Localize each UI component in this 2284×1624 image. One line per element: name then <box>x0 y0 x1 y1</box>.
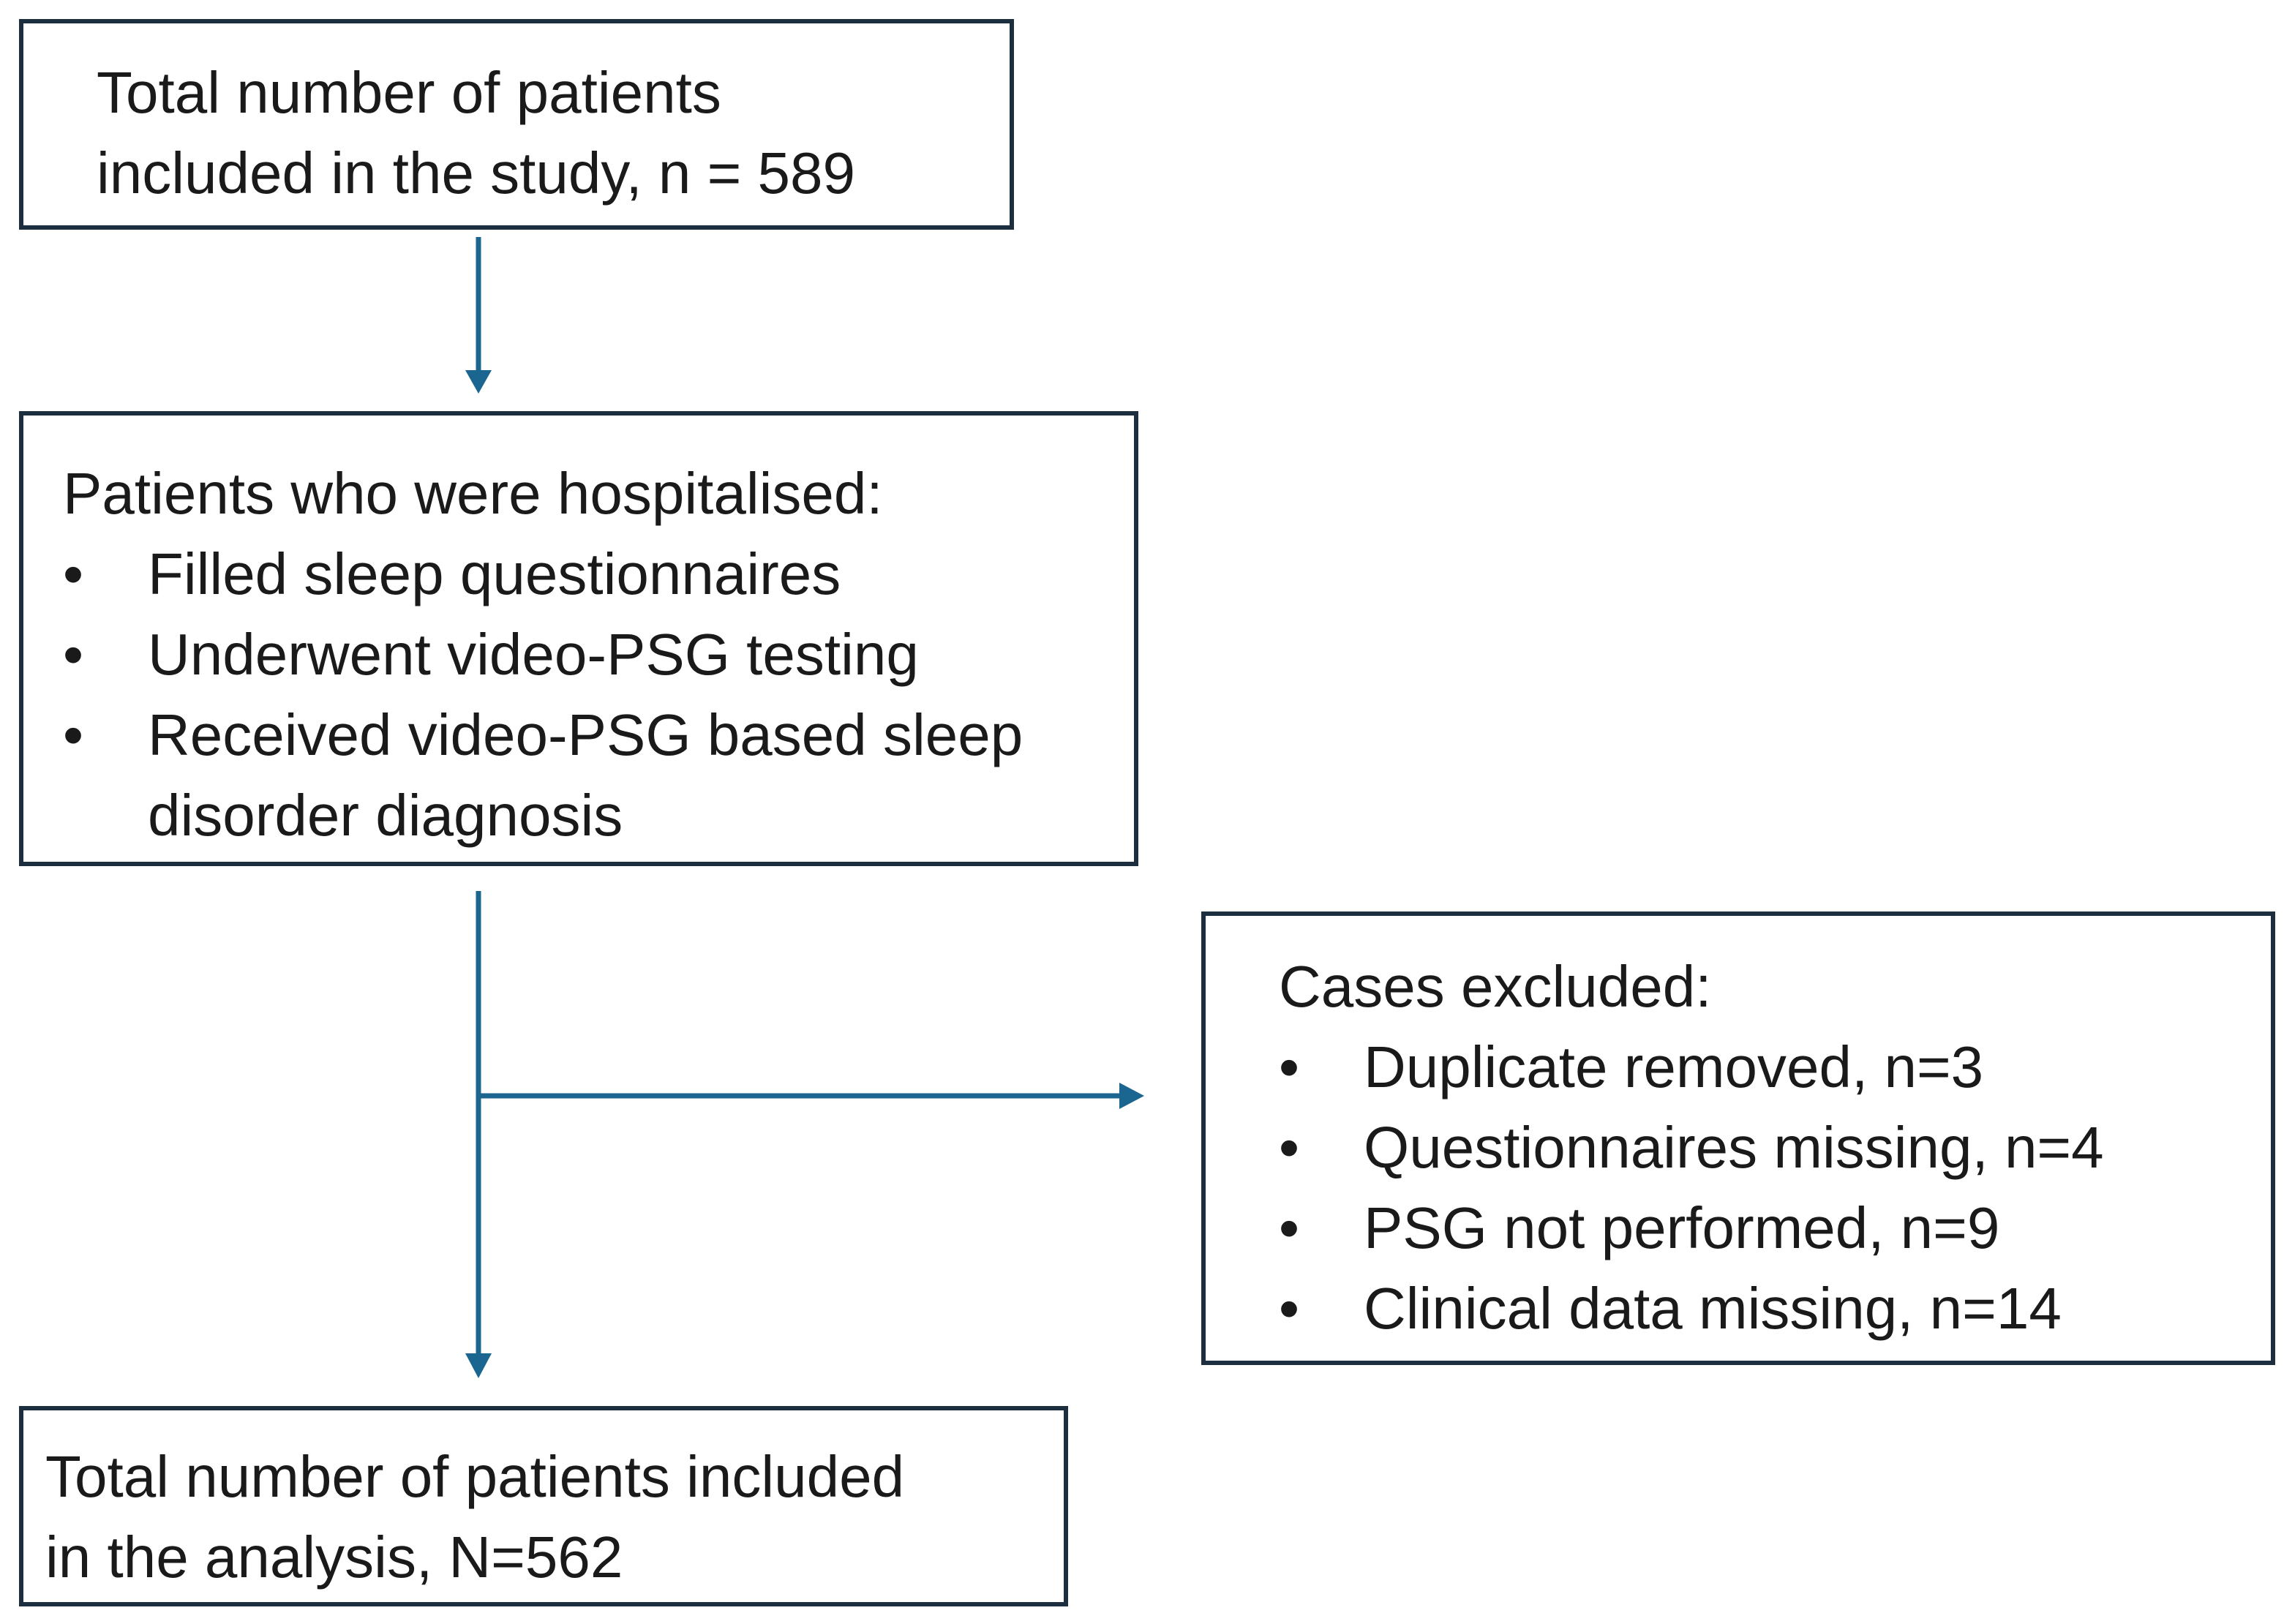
excluded-item-label: PSG not performed, n=9 <box>1364 1195 2000 1260</box>
excluded-title: Cases excluded: <box>1279 954 1712 1019</box>
list-item: • Received video-PSG based sleep disorde… <box>63 695 1134 856</box>
list-item: • Questionnaires missing, n=4 <box>1279 1108 2271 1188</box>
analysis-patients-line2: in the analysis, N=562 <box>45 1525 623 1590</box>
list-item: • Clinical data missing, n=14 <box>1279 1268 2271 1349</box>
excluded-list: • Duplicate removed, n=3 • Questionnaire… <box>1279 1027 2271 1349</box>
arrow-branch-to-excluded-head <box>1119 1083 1144 1109</box>
bullet-icon: • <box>1279 1195 1300 1260</box>
bullet-icon: • <box>63 622 84 687</box>
bullet-icon: • <box>1279 1034 1300 1099</box>
excluded-item-label: Duplicate removed, n=3 <box>1364 1034 1984 1099</box>
list-item: • Filled sleep questionnaires <box>63 534 1134 614</box>
analysis-patients-box: Total number of patients included in the… <box>19 1406 1068 1606</box>
list-item: • Duplicate removed, n=3 <box>1279 1027 2271 1108</box>
bullet-icon: • <box>1279 1115 1300 1180</box>
analysis-patients-line1: Total number of patients included <box>45 1444 905 1509</box>
total-patients-line2: included in the study, n = 589 <box>97 140 856 206</box>
hospitalised-item-label: Received video-PSG based sleep <box>148 702 1023 767</box>
total-patients-box: Total number of patients included in the… <box>19 19 1014 230</box>
hospitalised-list: • Filled sleep questionnaires • Underwen… <box>63 534 1134 856</box>
hospitalised-item-continuation: disorder diagnosis <box>148 783 623 848</box>
list-item: • Underwent video-PSG testing <box>63 614 1134 695</box>
excluded-item-label: Clinical data missing, n=14 <box>1364 1276 2062 1341</box>
hospitalised-title: Patients who were hospitalised: <box>63 461 883 526</box>
hospitalised-box: Patients who were hospitalised: • Filled… <box>19 411 1138 866</box>
list-item: • PSG not performed, n=9 <box>1279 1188 2271 1268</box>
bullet-icon: • <box>63 702 84 767</box>
bullet-icon: • <box>1279 1276 1300 1341</box>
arrow-total-to-hospitalised-head <box>465 370 492 394</box>
excluded-item-label: Questionnaires missing, n=4 <box>1364 1115 2104 1180</box>
total-patients-line1: Total number of patients <box>97 60 721 125</box>
arrow-hospitalised-to-analysis-head <box>465 1353 492 1378</box>
excluded-cases-box: Cases excluded: • Duplicate removed, n=3… <box>1201 911 2275 1365</box>
bullet-icon: • <box>63 541 84 606</box>
hospitalised-item-label: Filled sleep questionnaires <box>148 541 841 606</box>
hospitalised-item-label: Underwent video-PSG testing <box>148 622 919 687</box>
